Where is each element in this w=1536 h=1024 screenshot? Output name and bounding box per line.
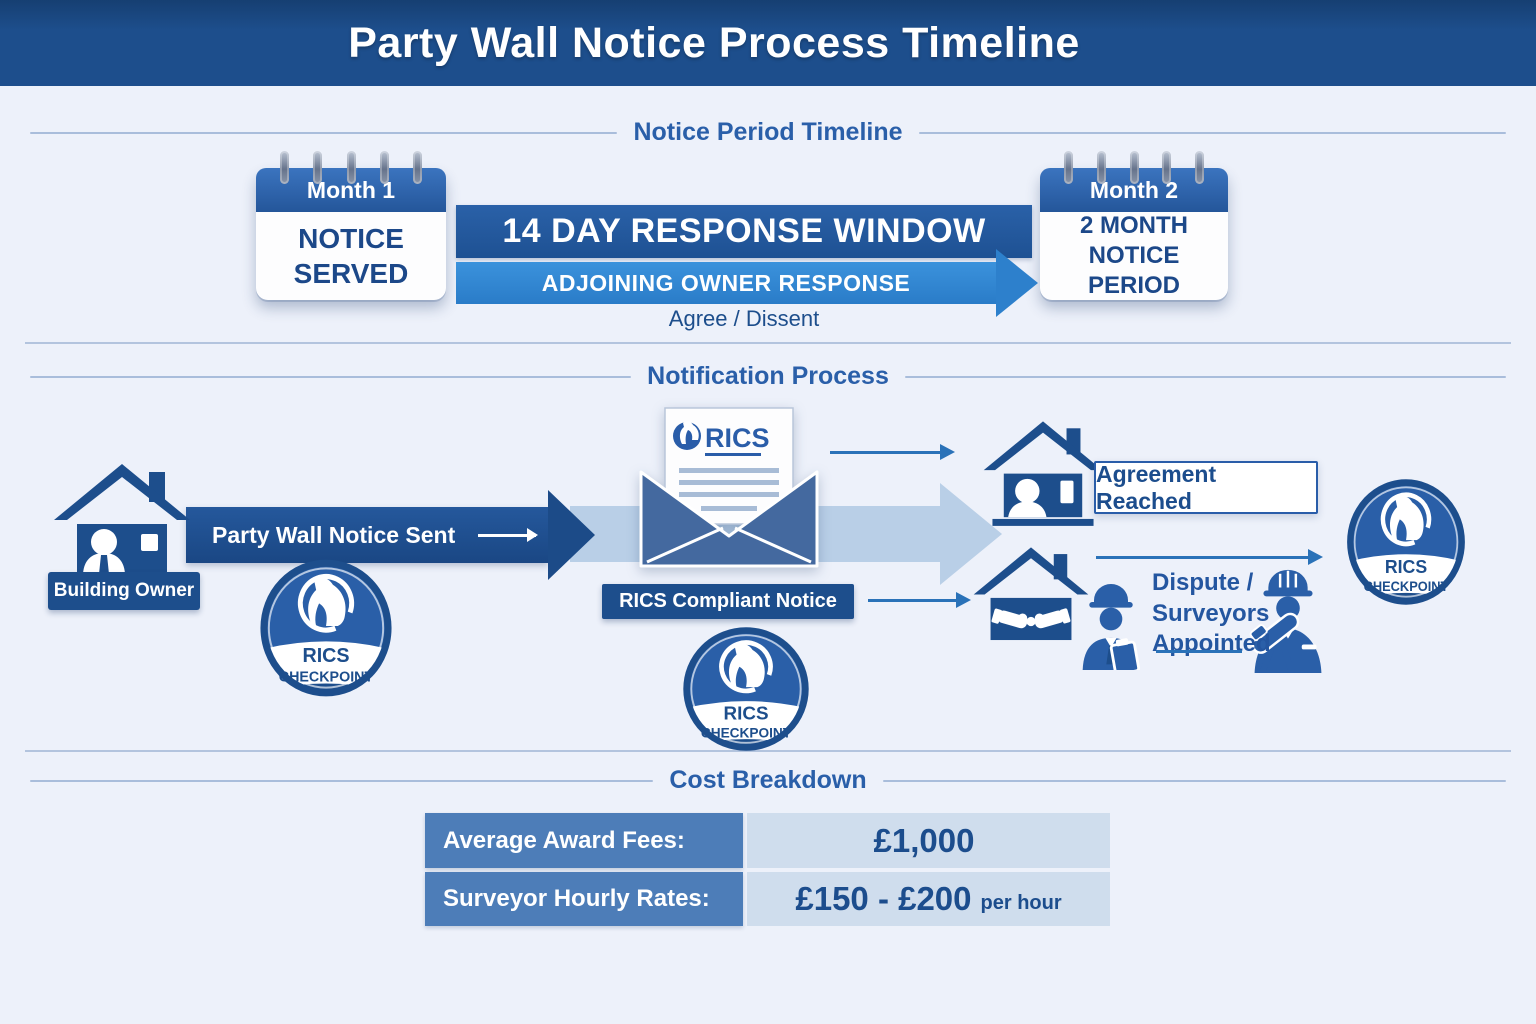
response-window-bar: 14 DAY RESPONSE WINDOW	[456, 205, 1032, 258]
envelope-letter-icon: RICS	[639, 407, 819, 568]
building-owner-label: Building Owner	[48, 572, 200, 610]
cost-row-value: £1,000	[747, 813, 1110, 868]
cost-row-label: Average Award Fees:	[425, 813, 743, 868]
dispute-surveyors-label: Dispute / Surveyors Appointed	[1152, 569, 1271, 658]
divider-line	[918, 131, 1506, 134]
rics-checkpoint-badge-icon	[680, 624, 812, 754]
underline-rule	[1156, 650, 1242, 653]
rics-checkpoint-badge-icon	[257, 556, 395, 700]
notification-section-title: Notification Process	[647, 362, 889, 390]
small-right-arrow-icon	[478, 528, 538, 542]
right-arrow-icon	[1096, 549, 1323, 565]
divider-line	[30, 779, 654, 782]
surveyor-clipboard-icon	[1082, 584, 1141, 670]
calendar-month2-icon: Month 2 2 MONTH NOTICE PERIOD	[1040, 151, 1228, 300]
calendar-month1-icon: Month 1 NOTICE SERVED	[256, 151, 446, 300]
rics-checkpoint-badge-icon	[1344, 476, 1468, 608]
calendar-month1-body: NOTICE SERVED	[293, 223, 409, 289]
notification-section-header: Notification Process	[30, 362, 1507, 391]
divider-line	[904, 375, 1507, 378]
house-person-icon	[54, 464, 190, 574]
house-person-icon	[983, 421, 1103, 526]
section-divider	[25, 750, 1511, 752]
house-handshake-icon	[973, 547, 1089, 641]
timeline-section-title: Notice Period Timeline	[633, 118, 903, 146]
agreement-reached-label: Agreement Reached	[1094, 461, 1318, 514]
divider-line	[30, 131, 618, 134]
divider-line	[882, 779, 1507, 782]
owner-response-arrow: ADJOINING OWNER RESPONSE	[456, 249, 1038, 317]
divider-line	[30, 375, 632, 378]
calendar-rings	[280, 151, 422, 184]
cost-section-header: Cost Breakdown	[30, 766, 1507, 795]
compliant-notice-label: RICS Compliant Notice	[602, 584, 854, 619]
notice-sent-arrow: Party Wall Notice Sent	[186, 490, 595, 580]
handshake-icon	[991, 608, 1071, 629]
response-options-text: Agree / Dissent	[668, 306, 820, 331]
cost-row-label: Surveyor Hourly Rates:	[425, 872, 743, 926]
right-arrow-icon	[830, 444, 955, 460]
letter-brand-text: RICS	[705, 423, 770, 453]
header-band: Party Wall Notice Process Timeline	[0, 0, 1536, 86]
surveyor-theodolite-icon	[1249, 569, 1322, 673]
timeline-section-header: Notice Period Timeline	[30, 118, 1506, 147]
section-divider	[25, 342, 1511, 344]
right-arrow-icon	[868, 592, 971, 608]
cost-section-title: Cost Breakdown	[669, 766, 867, 794]
calendar-rings	[1064, 151, 1204, 184]
cost-row-value: £150 - £200 per hour	[747, 872, 1110, 926]
page-title: Party Wall Notice Process Timeline	[348, 18, 1080, 67]
calendar-month2-body: 2 MONTH NOTICE PERIOD	[1080, 212, 1188, 299]
